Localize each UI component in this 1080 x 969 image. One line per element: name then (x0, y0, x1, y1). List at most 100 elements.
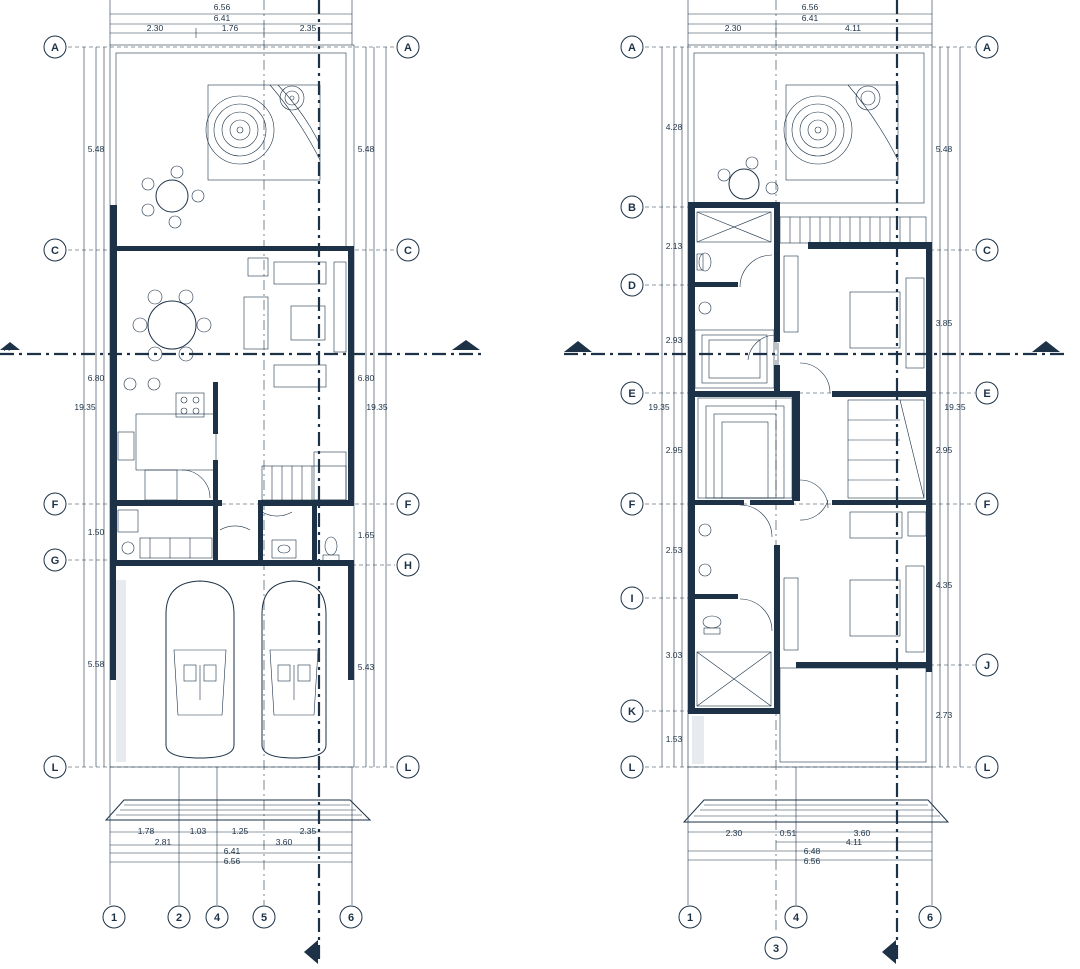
axis-label: I (630, 593, 633, 605)
dim-right-3: 2.95 (936, 445, 953, 455)
dim-top-3: 2.35 (300, 23, 317, 33)
axis-label: A (983, 42, 991, 54)
patio-table (141, 165, 205, 229)
upper-bathroom-fixtures (696, 211, 777, 707)
axis-label: J (984, 660, 990, 672)
axis-label: 5 (261, 912, 267, 924)
axis-label: A (404, 42, 412, 54)
upper-balcony-rail (779, 216, 927, 244)
axis-label: F (52, 499, 59, 511)
dim-top-total: 6.56 (214, 2, 231, 12)
dim-bottom-2: 1.03 (190, 826, 207, 836)
dim-right-4: 4.35 (936, 580, 953, 590)
dim-top-1: 2.30 (147, 23, 164, 33)
garage-car-right (261, 580, 327, 759)
living-room-sofa (243, 257, 347, 388)
dim-bottom-1: 1.78 (138, 826, 155, 836)
dim-left-1: 5.48 (88, 144, 105, 154)
axis-label: B (628, 202, 636, 214)
dim-top-2: 4.11 (845, 23, 861, 33)
kitchen-counter (117, 392, 217, 501)
axis-label: L (52, 762, 59, 774)
dim-top-1: 2.30 (725, 23, 742, 33)
dim-bottom-7: 6.41 (224, 846, 241, 856)
axis-label: C (404, 245, 412, 257)
dining-table (123, 289, 212, 391)
ground-cut-mark: 1 (304, 940, 318, 964)
dim-right-3: 1.65 (358, 530, 375, 540)
axis-label: E (983, 388, 990, 400)
dim-bottom-8: 6.56 (224, 856, 241, 866)
dim-left-4: 5.58 (88, 659, 105, 669)
axis-label: 6 (927, 912, 933, 924)
garden-strip (116, 580, 126, 762)
dim-bottom-4: 6.48 (804, 846, 821, 856)
ground-section-line: A A (0, 340, 482, 356)
dim-right-5: 2.73 (936, 710, 953, 720)
section-mark-left: A (575, 343, 581, 353)
dim-bottom-6: 6.56 (804, 856, 821, 866)
dim-bottom-3: 3.60 (854, 828, 871, 838)
axis-label: 4 (214, 912, 221, 924)
axis-label: 4 (793, 912, 800, 924)
upper-terrace (779, 667, 927, 763)
axis-label: G (51, 555, 60, 567)
upper-walk-in-closets (694, 329, 793, 499)
upper-patio-table (717, 156, 779, 200)
upper-bedroom-2 (783, 511, 927, 653)
axis-label: L (984, 762, 991, 774)
upper-axis-bubbles-right: A C E F J L (975, 35, 999, 779)
dim-bottom-2: 0.51 (780, 828, 797, 838)
upper-axis-bubbles-bottom: 1 4 6 3 (678, 905, 942, 960)
upper-stair (799, 399, 925, 521)
garage-car-left (165, 580, 235, 759)
dim-right-4: 5.43 (358, 662, 375, 672)
ground-axis-bubbles-right: A C F H L (396, 35, 420, 779)
dim-left-5: 2.53 (666, 545, 683, 555)
upper-top-dimensions: 6.56 6.41 2.30 4.11 (687, 0, 933, 45)
axis-label: A (628, 42, 636, 54)
axis-label: F (629, 499, 636, 511)
dim-left-4: 2.95 (666, 445, 683, 455)
dim-right-2: 3.85 (936, 318, 953, 328)
upper-fountain (783, 84, 899, 181)
ground-walls (110, 205, 354, 680)
upper-garden-strip (692, 716, 704, 764)
upper-driveway-ramp (682, 799, 950, 823)
dim-right-1: 5.48 (358, 144, 375, 154)
ground-floor-plan: 6.56 6.41 2.30 1.76 2.35 (0, 0, 482, 964)
dim-left-3: 2.93 (666, 335, 683, 345)
dim-bottom-6: 3.60 (276, 837, 293, 847)
axis-label: A (51, 42, 59, 54)
dim-left-total: 19.35 (74, 402, 96, 412)
upper-cut-mark: 1 (882, 940, 896, 964)
dim-top-inner: 6.41 (214, 13, 231, 23)
axis-label: L (629, 762, 636, 774)
ground-axis-bubbles-bottom: 1 2 4 5 6 (102, 905, 363, 929)
upper-walls (688, 202, 932, 714)
dim-bottom-1: 2.30 (726, 828, 743, 838)
axis-label: C (51, 245, 59, 257)
ground-bottom-dimensions: 1.78 1.03 1.25 2.35 2.81 3.60 6.41 6.56 (109, 767, 353, 905)
ground-stair (261, 451, 347, 501)
dim-right-total: 19.35 (366, 402, 388, 412)
axis-label: C (983, 245, 991, 257)
dim-left-3: 1.50 (88, 527, 105, 537)
upper-axis-bubbles-left: A B D E F I K L (620, 35, 644, 779)
upper-bedroom-1 (777, 255, 925, 394)
upper-bottom-dimensions: 2.30 0.51 3.60 6.48 4.11 6.56 (687, 767, 933, 905)
section-mark-left: A (4, 343, 10, 353)
upper-section-line: A A (564, 341, 1064, 356)
dim-bottom-5: 2.81 (155, 837, 172, 847)
ground-top-dimensions: 6.56 6.41 2.30 1.76 2.35 (109, 0, 353, 45)
axis-label: K (628, 706, 636, 718)
patio-fountain (205, 84, 321, 181)
dim-bottom-3: 1.25 (232, 826, 249, 836)
dim-left-2: 2.13 (666, 241, 683, 251)
dim-right-total: 19.35 (944, 402, 966, 412)
dim-left-6: 3.03 (666, 650, 683, 660)
axis-label: F (984, 499, 991, 511)
axis-label: 2 (176, 912, 182, 924)
dim-left-7: 1.53 (666, 734, 683, 744)
